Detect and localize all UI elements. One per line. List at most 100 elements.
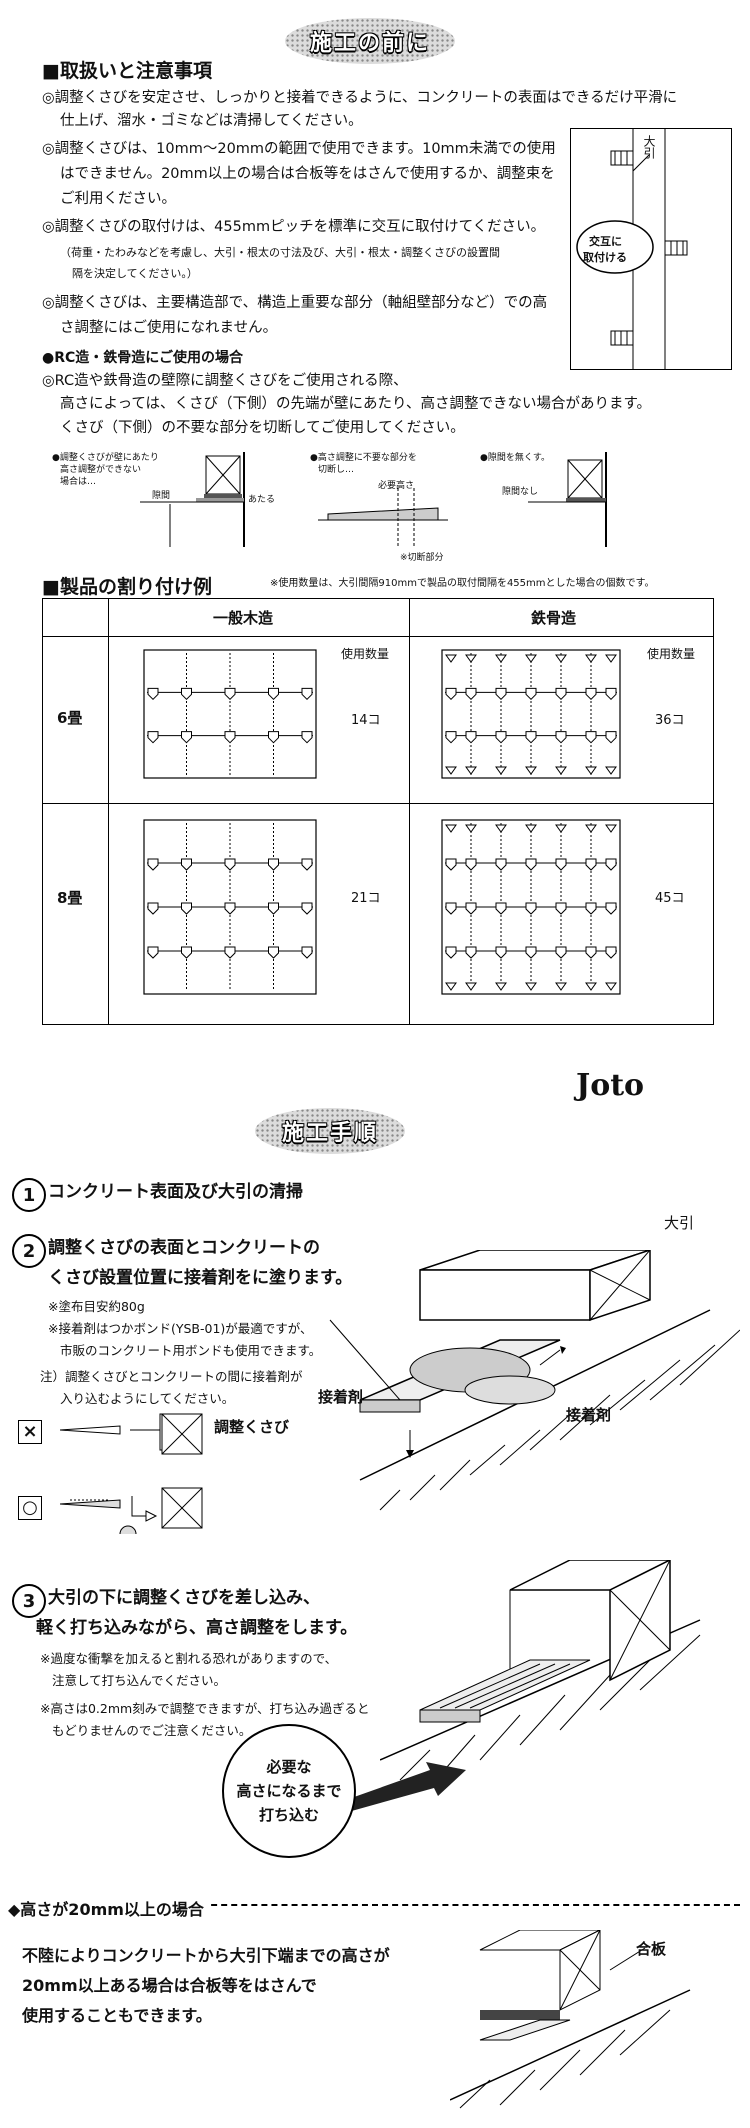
step-3-illustration [380,1560,701,1781]
wedge-mark [525,731,537,744]
note-line: （荷重・たわみなどを考慮し、大引・根太の寸法及び、大引・根太・調整くさびの設置間 [60,246,500,259]
wedge-mark [605,687,617,701]
col-header-wood: 一般木造 [213,609,274,627]
wedge-mark [495,687,507,701]
wedge-mark [585,902,597,915]
fig1-wall-hit-drawing [140,452,245,547]
wedge-mark [605,902,617,915]
step-2-note: 入り込むようにしてください。 [60,1391,235,1406]
wedge-mark [585,982,597,991]
wedge-mark [525,858,537,871]
ok-mark: ○ [18,1496,42,1520]
staggered-install-diagram: 大引 交互に 取付ける [570,128,732,370]
wedge-mark [495,858,507,871]
fig3-no-gap-drawing [528,452,607,547]
step-3-line: 軽く打ち込みながら、高さ調整をします。 [36,1618,358,1638]
wedge-mark [555,824,567,833]
note-line: ご利用ください。 [60,191,176,207]
wedge-mark [555,731,567,744]
wedge-mark [445,824,457,833]
over20-title: ◆高さが20mm以上の場合 [8,1896,210,1924]
divider-dashed [10,1904,740,1906]
step-3-note: 注意して打ち込んでください。 [52,1673,227,1688]
qty-wood-8: 21コ [351,891,381,906]
label-oobiki: 大引 [642,135,656,159]
section-badge-before-construction: 施工の前に [285,18,455,64]
wedge-mark [555,654,567,663]
wedge-mark [465,766,477,775]
step-3-note: ※過度な衝撃を加えると割れる恐れがありますので、 [40,1651,338,1666]
fig1-caption: 場合は… [60,477,97,487]
label-kusabi: 調整くさび [214,1418,290,1436]
note-line: さ調整にはご使用になれません。 [60,320,278,336]
wedge-mark [495,731,507,744]
fig2-label-cut: ※切断部分 [400,553,444,563]
over20-line: 使用することもできます。 [22,2006,212,2025]
layout-note: ※使用数量は、大引間隔910mmで製品の取付間隔を455mmとした場合の個数です… [270,578,655,589]
step-1-number: 1 [12,1178,46,1212]
wedge-mark [555,982,567,991]
wedge-mark [465,687,477,701]
wedge-mark [465,731,477,744]
step-2-note: 市販のコンクリート用ボンドも使用できます。 [60,1343,322,1358]
rc-title: ●RC造・鉄骨造にご使用の場合 [42,350,243,366]
wedge-mark [605,731,617,744]
wedge-mark [445,946,457,959]
wedge-mark [465,858,477,871]
section-badge-procedure: 施工手順 [255,1108,405,1154]
wedge-mark [525,687,537,701]
wedge-mark [525,902,537,915]
wedge-mark [147,946,159,959]
over20-line: 不陸によりコンクリートから大引下端までの高さが [22,1946,390,1965]
step-2-line: 調整くさびの表面とコンクリートの [48,1238,320,1258]
wedge-mark [585,654,597,663]
wedge-mark [301,858,313,871]
wedge-mark [445,731,457,744]
fig3-label-nogap: 隙間なし [502,487,539,497]
wedge-mark [224,902,236,915]
plan-wood-8-mat [143,819,317,995]
over20-illustration [450,1930,691,2109]
note-line: ◎調整くさびを安定させ、しっかりと接着できるように、コンクリートの表面はできるだ… [42,90,678,106]
fig2-caption: ●高さ調整に不要な部分を [310,453,417,463]
wedge-mark [301,902,313,915]
note-line: ◎調整くさびは、主要構造部で、構造上重要な部分（軸組壁部分など）での高 [42,295,548,311]
label-attach: 取付ける [583,251,627,264]
ok-figure [60,1496,158,1535]
wedge-mark [555,766,567,775]
wedge-mark [495,946,507,959]
wedge-mark [224,687,236,701]
step-2-line: くさび設置位置に接着剤をに塗ります。 [48,1268,353,1288]
step-2-number: 2 [12,1234,46,1268]
fig2-cut-drawing [318,488,448,548]
wedge-mark [605,982,617,991]
step-1-text: コンクリート表面及び大引の清掃 [48,1182,303,1202]
wedge-mark [585,687,597,701]
wedge-mark [555,946,567,959]
fig1-caption: ●調整くさびが壁にあたり [52,453,159,463]
wedge-mark [445,902,457,915]
wedge-mark [585,824,597,833]
insert-arrow [340,1762,466,1812]
ng-block-icon [161,1413,203,1455]
wedge-mark [224,731,236,744]
label-plywood: 合板 [636,1940,667,1958]
wedge-mark [605,946,617,959]
note-line: 仕上げ、溜水・ゴミなどは清掃してください。 [60,113,363,129]
wedge-mark [268,946,279,959]
section-title-layout: ■製品の割り付け例 [42,576,212,598]
fig2-caption: 切断し… [318,465,355,475]
wedge-mark [465,824,477,833]
note-line: ◎調整くさびの取付けは、455mmピッチを標準に交互に取付けてください。 [42,219,546,235]
wedge-mark [495,982,507,991]
over20-line: 20mm以上ある場合は合板等をはさんで [22,1976,317,1995]
wedge-mark [495,654,507,663]
fig2-label-height: 必要高さ [378,481,415,491]
step-3-note: もどりませんのでご注意ください。 [52,1723,252,1738]
section-title-handling: ■取扱いと注意事項 [42,60,212,82]
note-line: はできません。20mm以上の場合は合板等をはさんで使用するか、調整束を [60,166,555,182]
brand-logo: Joto [576,1068,645,1103]
step-3-number: 3 [12,1584,46,1618]
wedge-mark [147,858,159,871]
step-3-line: 大引の下に調整くさびを差し込み、 [48,1588,320,1608]
